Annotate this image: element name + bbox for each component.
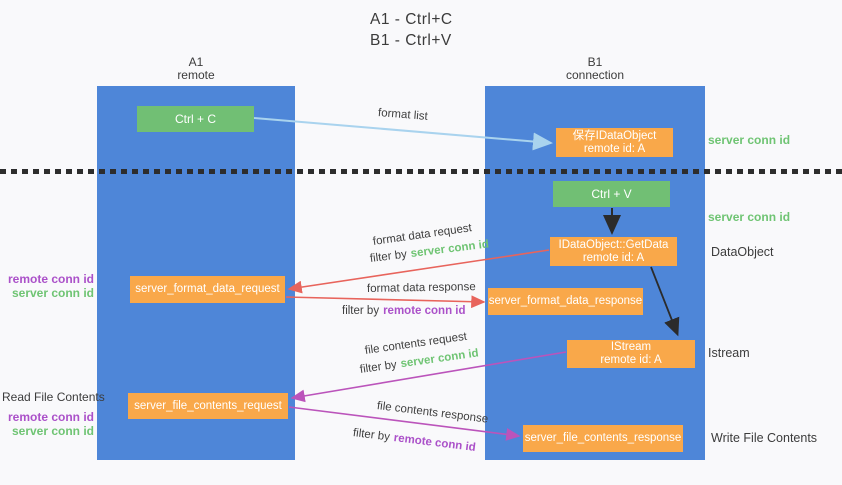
node-istream: IStream remote id: A <box>567 340 695 368</box>
lifeline-b1-role: connection <box>565 68 625 82</box>
remote-conn-id-label-left-1: remote conn id <box>7 272 94 286</box>
node-ctrl-v: Ctrl + V <box>553 181 670 207</box>
read-file-contents-label: Read File Contents <box>2 390 105 404</box>
lifeline-a1-header: A1 remote <box>97 56 295 82</box>
server-conn-id-key: server conn id <box>410 238 490 260</box>
remote-conn-id-key: remote conn id <box>383 305 466 317</box>
title-line-ctrl-v: B1 - Ctrl+V <box>370 32 452 49</box>
server-conn-id-key: server conn id <box>399 347 480 371</box>
left-conn-id-block-2: remote conn id server conn id <box>2 410 94 438</box>
node-idataobject-getdata-remote-id: remote id: A <box>582 251 645 264</box>
lifeline-b1-name: B1 <box>587 55 603 69</box>
node-istream-title: IStream <box>610 341 652 353</box>
filter-by-text: filter by <box>359 358 398 376</box>
node-idataobject-getdata-title: IDataObject::GetData <box>558 238 669 251</box>
format-data-response-arrow-label: format data response <box>366 281 476 295</box>
filter-by-text: filter by <box>342 305 380 317</box>
lifeline-b1-header: B1 connection <box>485 56 705 82</box>
node-server-file-contents-request: server_file_contents_request <box>128 393 288 419</box>
remote-conn-id-key: remote conn id <box>393 432 477 455</box>
node-save-idataobject-title: 保存IDataObject <box>572 129 657 142</box>
server-conn-id-label-mid-right: server conn id <box>708 210 791 224</box>
istream-label: Istream <box>708 346 750 360</box>
server-conn-id-label-left-1: server conn id <box>11 286 94 300</box>
node-save-idataobject: 保存IDataObject remote id: A <box>556 128 673 157</box>
lifeline-a1-name: A1 <box>188 55 204 69</box>
format-list-arrow-label: format list <box>377 107 429 123</box>
machine-boundary-dotted-line <box>0 169 842 174</box>
filter-by-text: filter by <box>352 427 391 444</box>
dataobject-label: DataObject <box>711 245 774 259</box>
node-istream-remote-id: remote id: A <box>600 354 662 366</box>
format-data-response-arrow <box>285 295 486 309</box>
write-file-contents-label: Write File Contents <box>711 431 818 445</box>
filter-by-text: filter by <box>369 248 408 265</box>
node-idataobject-getdata: IDataObject::GetData remote id: A <box>550 237 677 266</box>
left-conn-id-block-1: remote conn id server conn id <box>2 272 94 300</box>
node-ctrl-c: Ctrl + C <box>137 106 254 132</box>
node-server-format-data-response-label: server_format_data_response <box>488 295 643 307</box>
node-ctrl-c-label: Ctrl + C <box>174 112 216 126</box>
file-contents-response-arrow-label: file contents response <box>376 400 489 426</box>
node-server-format-data-request: server_format_data_request <box>130 276 285 303</box>
node-server-file-contents-response-label: server_file_contents_response <box>524 432 682 444</box>
node-server-format-data-response: server_format_data_response <box>488 288 643 315</box>
server-conn-id-label-top-right: server conn id <box>708 133 791 147</box>
server-conn-id-label-left-2: server conn id <box>11 424 94 438</box>
title-line-ctrl-c: A1 - Ctrl+C <box>370 11 453 28</box>
node-server-format-data-request-label: server_format_data_request <box>135 283 280 295</box>
lifeline-a1-role: remote <box>177 68 215 82</box>
node-ctrl-v-label: Ctrl + V <box>591 187 632 201</box>
diagram-title: A1 - Ctrl+C B1 - Ctrl+V <box>370 9 453 51</box>
node-save-idataobject-remote-id: remote id: A <box>583 142 646 155</box>
node-server-file-contents-request-label: server_file_contents_request <box>134 399 282 412</box>
node-server-file-contents-response: server_file_contents_response <box>523 425 683 452</box>
remote-conn-id-label-left-2: remote conn id <box>7 410 94 424</box>
